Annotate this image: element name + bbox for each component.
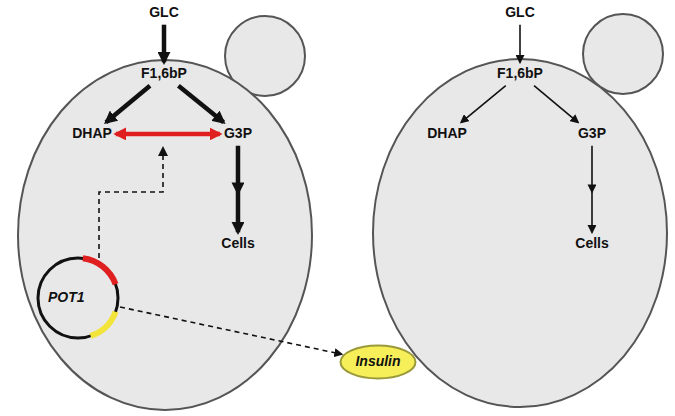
metabolite-label: Cells: [575, 236, 608, 251]
metabolite-name: DHAP: [427, 126, 467, 141]
reaction-arrow: [519, 25, 521, 63]
metabolite-name: F1,6bP: [141, 66, 187, 81]
reaction-arrow: [591, 146, 593, 233]
metabolite-name: DHAP: [72, 126, 112, 141]
product-ellipse-outline: [341, 346, 416, 379]
insulin-gene-segment: [91, 312, 116, 336]
metabolite-name: GLC: [149, 5, 179, 20]
metabolite-name: GLC: [505, 5, 535, 20]
reaction-arrow: [106, 86, 150, 123]
metabolite-name: G3P: [578, 126, 606, 141]
metabolite-label: Cells: [221, 236, 254, 251]
plasmid-ring: [38, 258, 118, 338]
metabolite-label: F1,6bP: [497, 66, 543, 81]
metabolite-name: Cells: [221, 236, 254, 251]
yeast-bud: [583, 14, 663, 94]
yeast-cell: [373, 59, 667, 407]
reaction-arrow: [461, 86, 506, 123]
plasmid-name: POT1: [48, 290, 85, 305]
product-ellipse: Insulin: [339, 344, 417, 380]
metabolite-name: Cells: [575, 236, 608, 251]
reaction-arrow: [534, 86, 578, 123]
metabolite-label: GLC: [505, 5, 535, 20]
metabolite-label: F1,6bP: [141, 66, 187, 81]
metabolite-label: DHAP: [427, 126, 467, 141]
reaction-arrow: [162, 25, 167, 63]
reaction-arrow: [236, 146, 241, 233]
metabolite-label: G3P: [578, 126, 606, 141]
product-name: Insulin: [355, 354, 400, 369]
metabolite-label: G3P: [224, 126, 252, 141]
reaction-arrow: [120, 307, 341, 354]
plasmid-circle: POT1: [36, 256, 120, 340]
dashed-arrow: [99, 148, 163, 258]
metabolite-name: F1,6bP: [497, 66, 543, 81]
reaction-arrow: [178, 86, 223, 123]
metabolite-name: G3P: [224, 126, 252, 141]
pot1-gene-segment: [83, 258, 116, 284]
metabolite-label: GLC: [149, 5, 179, 20]
yeast-cell: [18, 60, 312, 410]
reaction-arrow: [116, 132, 220, 137]
metabolite-label: DHAP: [72, 126, 112, 141]
